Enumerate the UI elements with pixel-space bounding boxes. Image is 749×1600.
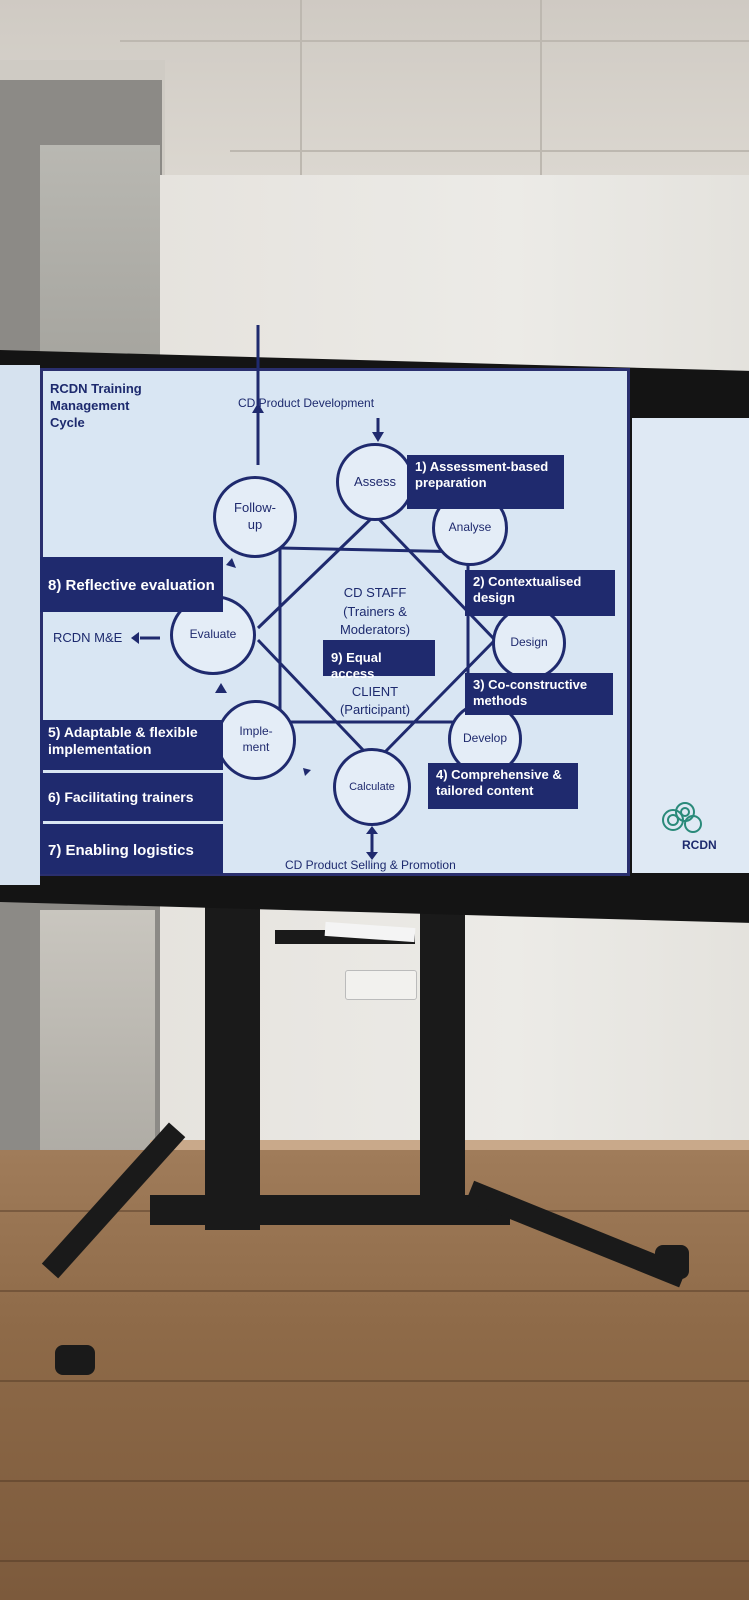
wooden-floor xyxy=(0,1150,749,1600)
circle-implement: Imple- ment xyxy=(216,700,296,780)
circle-design: Design xyxy=(492,606,566,680)
box-reflective-evaluation: 8) Reflective evaluation xyxy=(40,557,223,612)
box-adaptable-implementation: 5) Adaptable & flexible implementation xyxy=(40,720,223,770)
stand-pole-left xyxy=(205,900,260,1230)
slide-right-margin xyxy=(632,418,749,873)
box-co-constructive-methods: 3) Co-constructive methods xyxy=(465,673,613,715)
slide-left-margin xyxy=(0,365,40,885)
top-label: CD Product Development xyxy=(238,396,375,410)
slide-title: RCDN Training Management Cycle xyxy=(50,381,142,430)
center-staff: CD STAFF xyxy=(343,585,407,600)
circle-assess: Assess xyxy=(336,443,414,521)
box-contextualised-design: 2) Contextualised design xyxy=(465,570,615,616)
circle-followup: Follow- up xyxy=(213,476,297,558)
box-assessment-based-preparation: 1) Assessment-based preparation xyxy=(407,455,564,509)
circle-calculate: Calculate xyxy=(333,748,411,826)
center-client: CLIENT xyxy=(351,684,399,699)
rcdn-logo-text: RCDN xyxy=(682,838,717,852)
stand-base-crossbar xyxy=(150,1195,510,1225)
power-socket xyxy=(345,970,417,1000)
center-staff-sub: (Trainers & Moderators) xyxy=(339,604,411,637)
box-comprehensive-content: 4) Comprehensive & tailored content xyxy=(428,763,578,809)
bottom-label: CD Product Selling & Promotion xyxy=(285,858,456,872)
box-facilitating-trainers: 6) Facilitating trainers xyxy=(40,773,223,821)
box-equal-access: 9) Equal access xyxy=(323,640,435,681)
rcdn-logo-icon xyxy=(662,802,702,833)
left-label: RCDN M&E xyxy=(53,630,123,645)
box-enabling-logistics: 7) Enabling logistics xyxy=(40,824,223,874)
door-glass-panel xyxy=(40,145,160,360)
caster-wheel xyxy=(655,1245,689,1279)
center-client-sub: (Participant) xyxy=(339,702,411,717)
stand-pole-right xyxy=(420,900,465,1200)
caster-wheel xyxy=(55,1345,95,1375)
